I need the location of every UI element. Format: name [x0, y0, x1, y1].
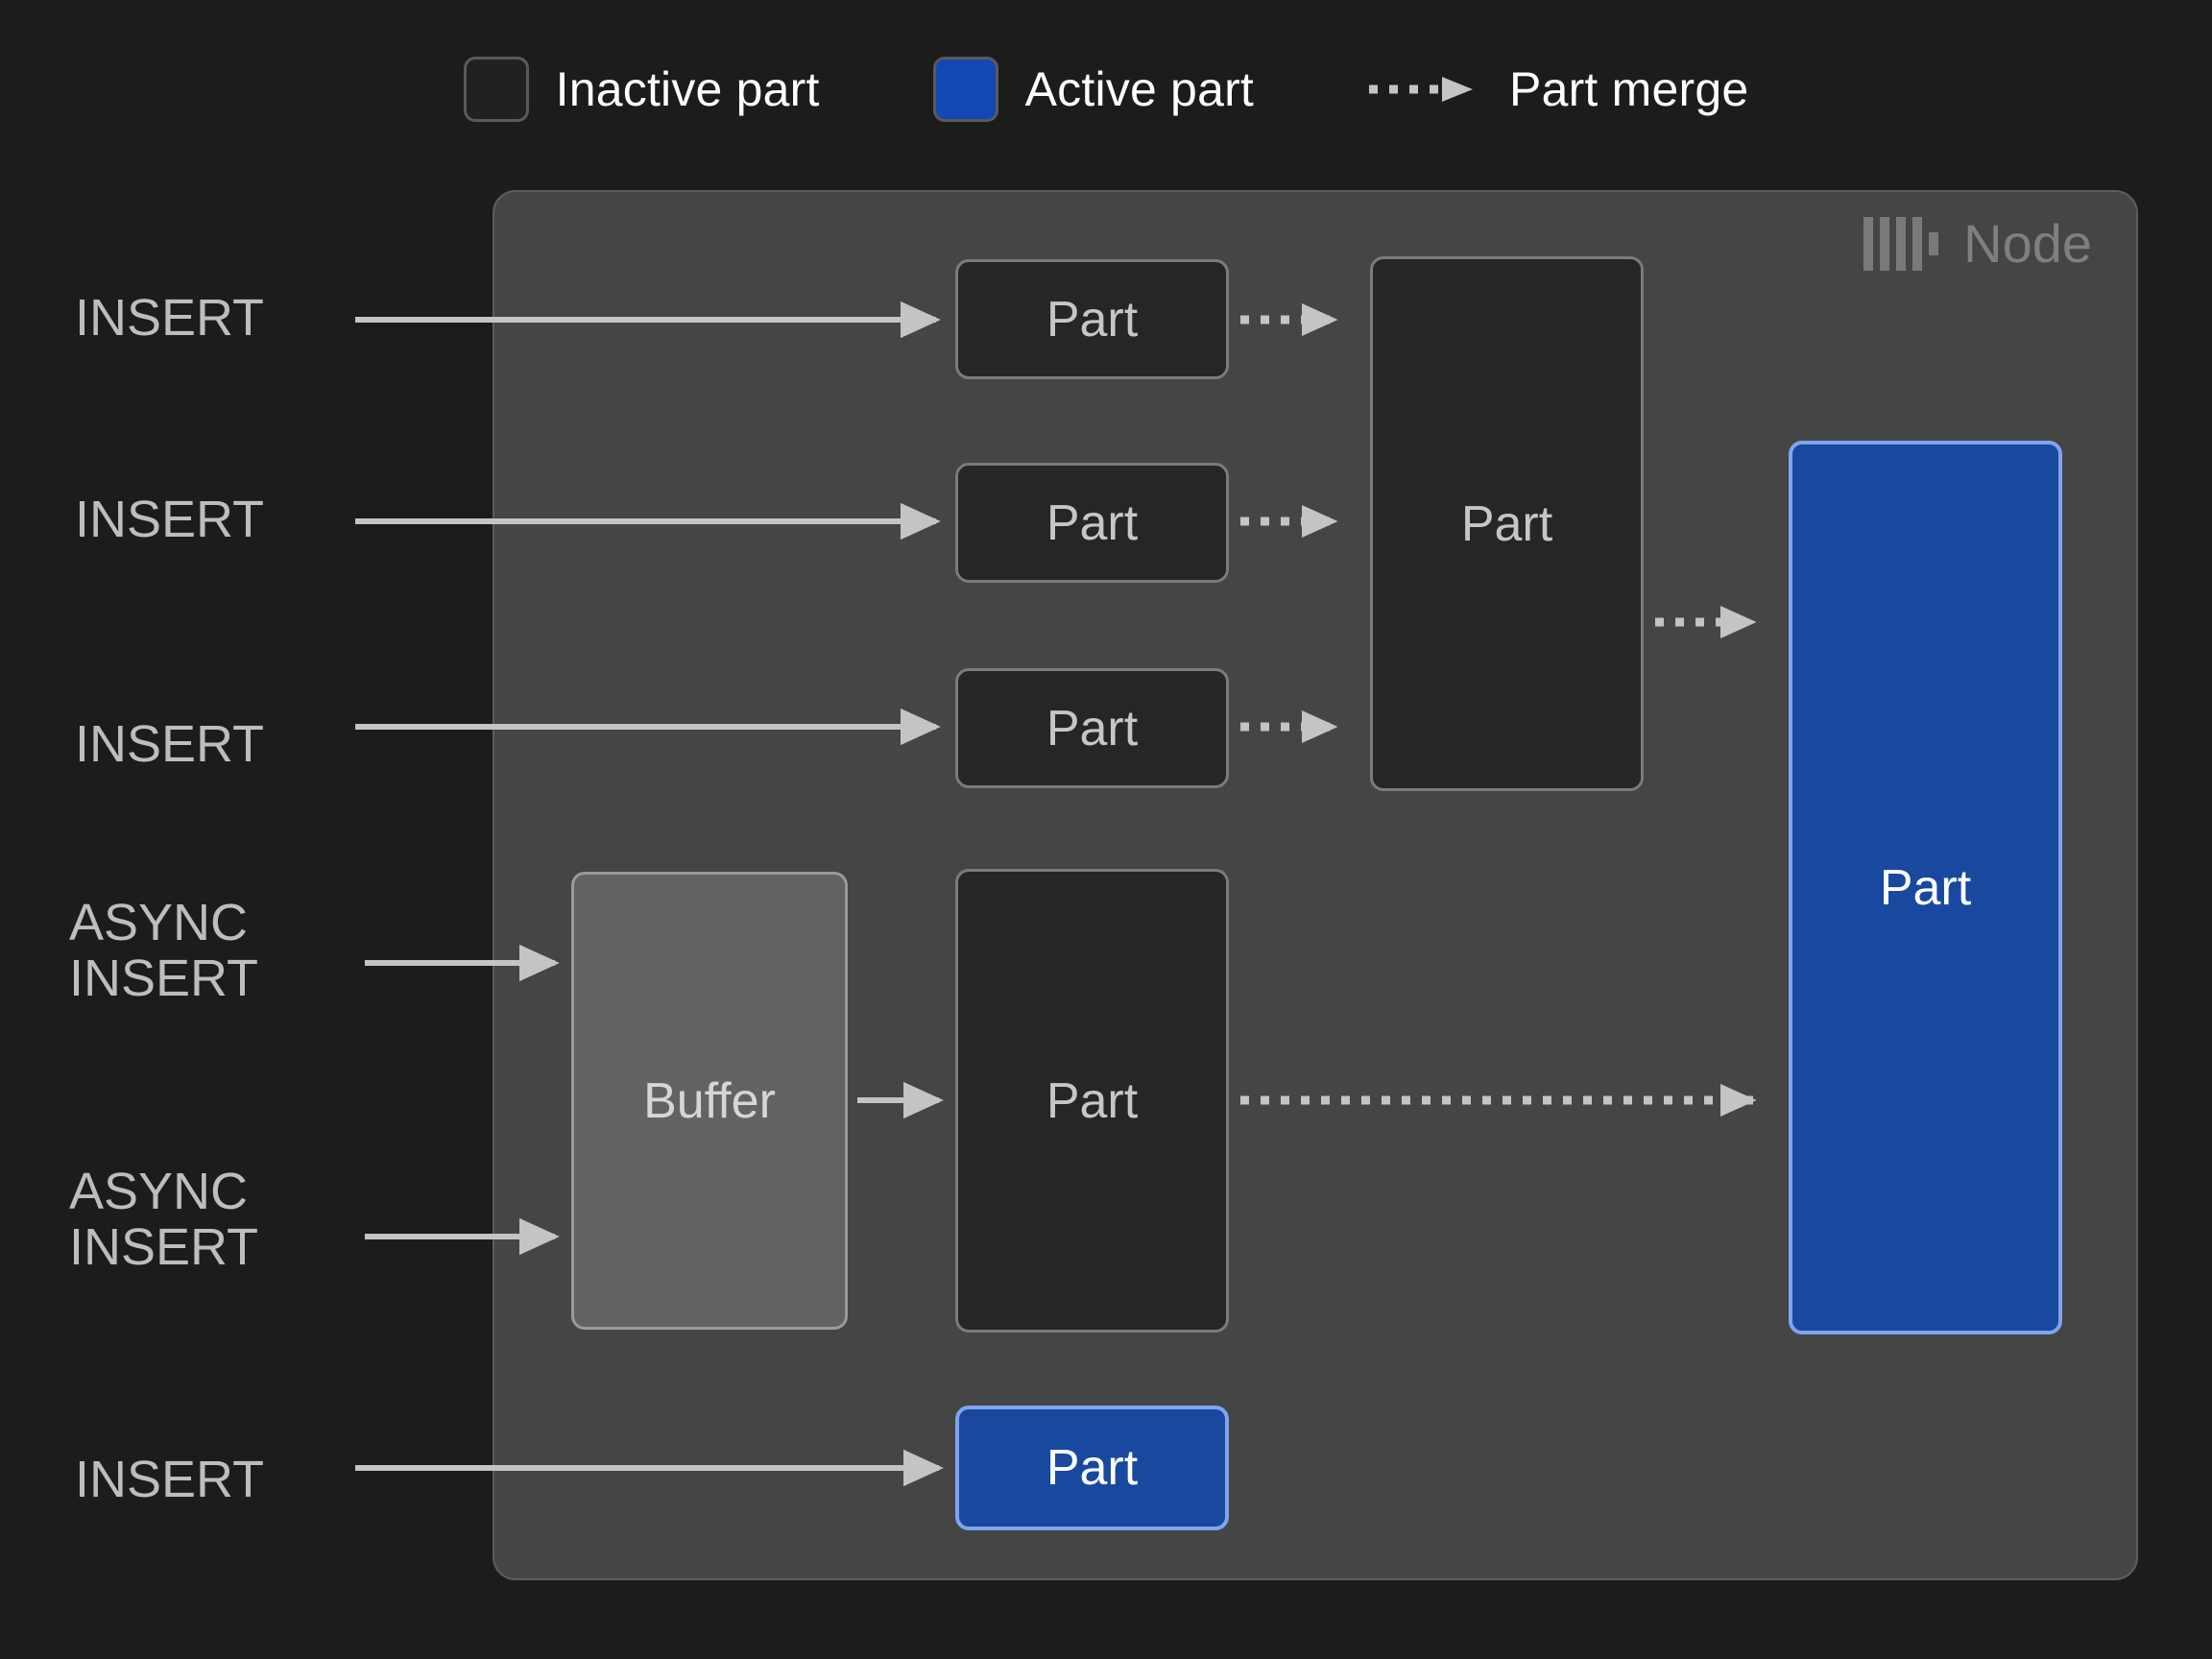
operation-label-async-insert-2: ASYNC INSERT	[69, 1163, 259, 1277]
node-header: Node	[1863, 217, 2092, 271]
operation-label-insert-1: INSERT	[75, 289, 265, 347]
part-box-direct[interactable]: Part	[955, 1406, 1229, 1530]
buffer-box[interactable]: Buffer	[571, 872, 848, 1330]
operation-label-async-insert-1: ASYNC INSERT	[69, 894, 259, 1008]
legend: Inactive part Active part Part merge	[0, 46, 2212, 132]
legend-label-inactive-part: Inactive part	[555, 62, 820, 116]
legend-item-part-merge: Part merge	[1367, 61, 1748, 117]
part-box-2[interactable]: Part	[955, 463, 1229, 583]
operation-label-insert-2: INSERT	[75, 491, 265, 548]
clickhouse-logo-icon	[1863, 217, 1939, 271]
node-title: Node	[1963, 213, 2092, 274]
operation-label-insert-3: INSERT	[75, 715, 265, 773]
legend-spacer-2	[1254, 89, 1367, 90]
active-part-swatch	[932, 57, 998, 122]
part-box-final[interactable]: Part	[1789, 441, 2062, 1334]
legend-item-inactive-part: Inactive part	[463, 57, 820, 122]
legend-item-active-part: Active part	[932, 57, 1255, 122]
legend-spacer-1	[820, 89, 933, 90]
part-merge-arrow-icon	[1369, 77, 1474, 102]
part-box-3[interactable]: Part	[955, 668, 1229, 788]
part-box-merged[interactable]: Part	[1370, 256, 1644, 791]
legend-label-active-part: Active part	[1024, 62, 1255, 116]
legend-label-part-merge: Part merge	[1509, 62, 1749, 116]
part-box-1[interactable]: Part	[955, 259, 1229, 379]
part-box-buffered[interactable]: Part	[955, 869, 1229, 1333]
inactive-part-swatch	[463, 57, 529, 122]
operation-label-insert-4: INSERT	[75, 1451, 265, 1508]
